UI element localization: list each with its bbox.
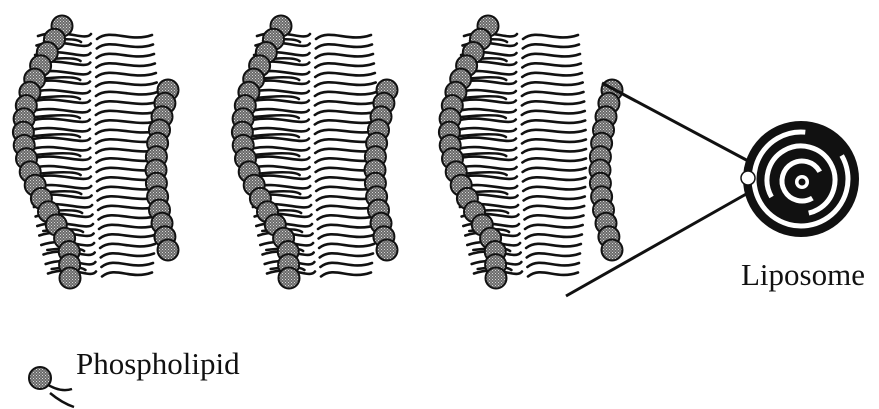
phospholipid-head <box>279 268 300 289</box>
bilayer-segment <box>232 16 398 289</box>
bilayer-segment <box>439 16 623 289</box>
phospholipid-head <box>377 240 398 261</box>
phospholipid-head <box>486 268 507 289</box>
phospholipid-legend-label: Phospholipid <box>76 348 240 379</box>
phospholipid-head <box>158 240 179 261</box>
liposome-icon <box>737 115 865 243</box>
bilayer-segment <box>13 16 179 289</box>
phospholipid-head <box>602 240 623 261</box>
zoom-line-top <box>602 83 752 163</box>
liposome-label: Liposome <box>741 259 865 290</box>
phospholipid-head <box>60 268 81 289</box>
phospholipid-legend-icon <box>29 367 74 407</box>
